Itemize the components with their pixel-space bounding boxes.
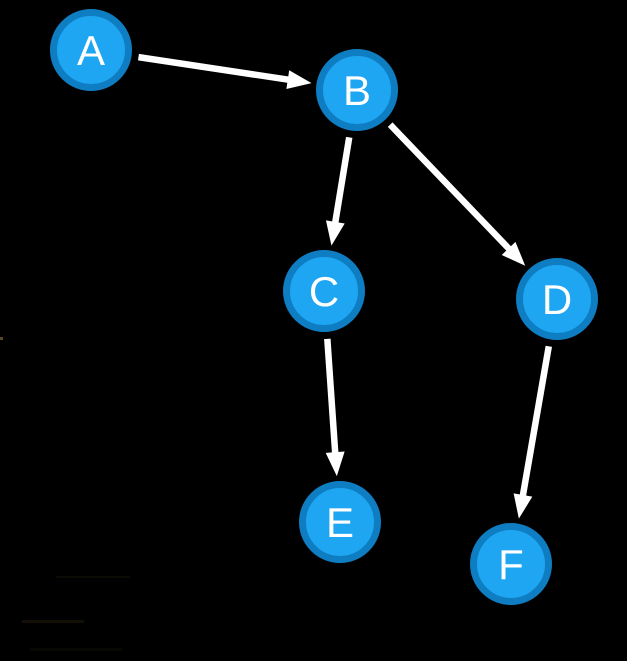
arrowhead-D-F: [513, 493, 533, 519]
arrowhead-B-D: [501, 241, 526, 266]
node-circle-E[interactable]: [299, 481, 381, 563]
edge-D-F: [519, 345, 552, 500]
edges-layer: [137, 53, 552, 519]
node-B[interactable]: B: [316, 49, 398, 131]
node-circle-D[interactable]: [516, 258, 598, 340]
edge-C-E: [324, 338, 339, 457]
node-circle-F[interactable]: [470, 523, 552, 605]
node-F[interactable]: F: [470, 523, 552, 605]
node-E[interactable]: E: [299, 481, 381, 563]
node-A[interactable]: A: [50, 9, 132, 91]
node-circle-A[interactable]: [50, 9, 132, 91]
edge-B-D: [387, 122, 514, 254]
nodes-layer: A B C D E F: [50, 9, 598, 605]
node-D[interactable]: D: [516, 258, 598, 340]
arrowhead-A-B: [286, 70, 312, 89]
edge-A-B: [137, 53, 293, 84]
arrowhead-C-E: [325, 451, 345, 477]
node-circle-B[interactable]: [316, 49, 398, 131]
node-C[interactable]: C: [283, 250, 365, 332]
edge-B-C: [331, 136, 353, 227]
node-circle-C[interactable]: [283, 250, 365, 332]
arrowhead-B-C: [325, 220, 345, 246]
